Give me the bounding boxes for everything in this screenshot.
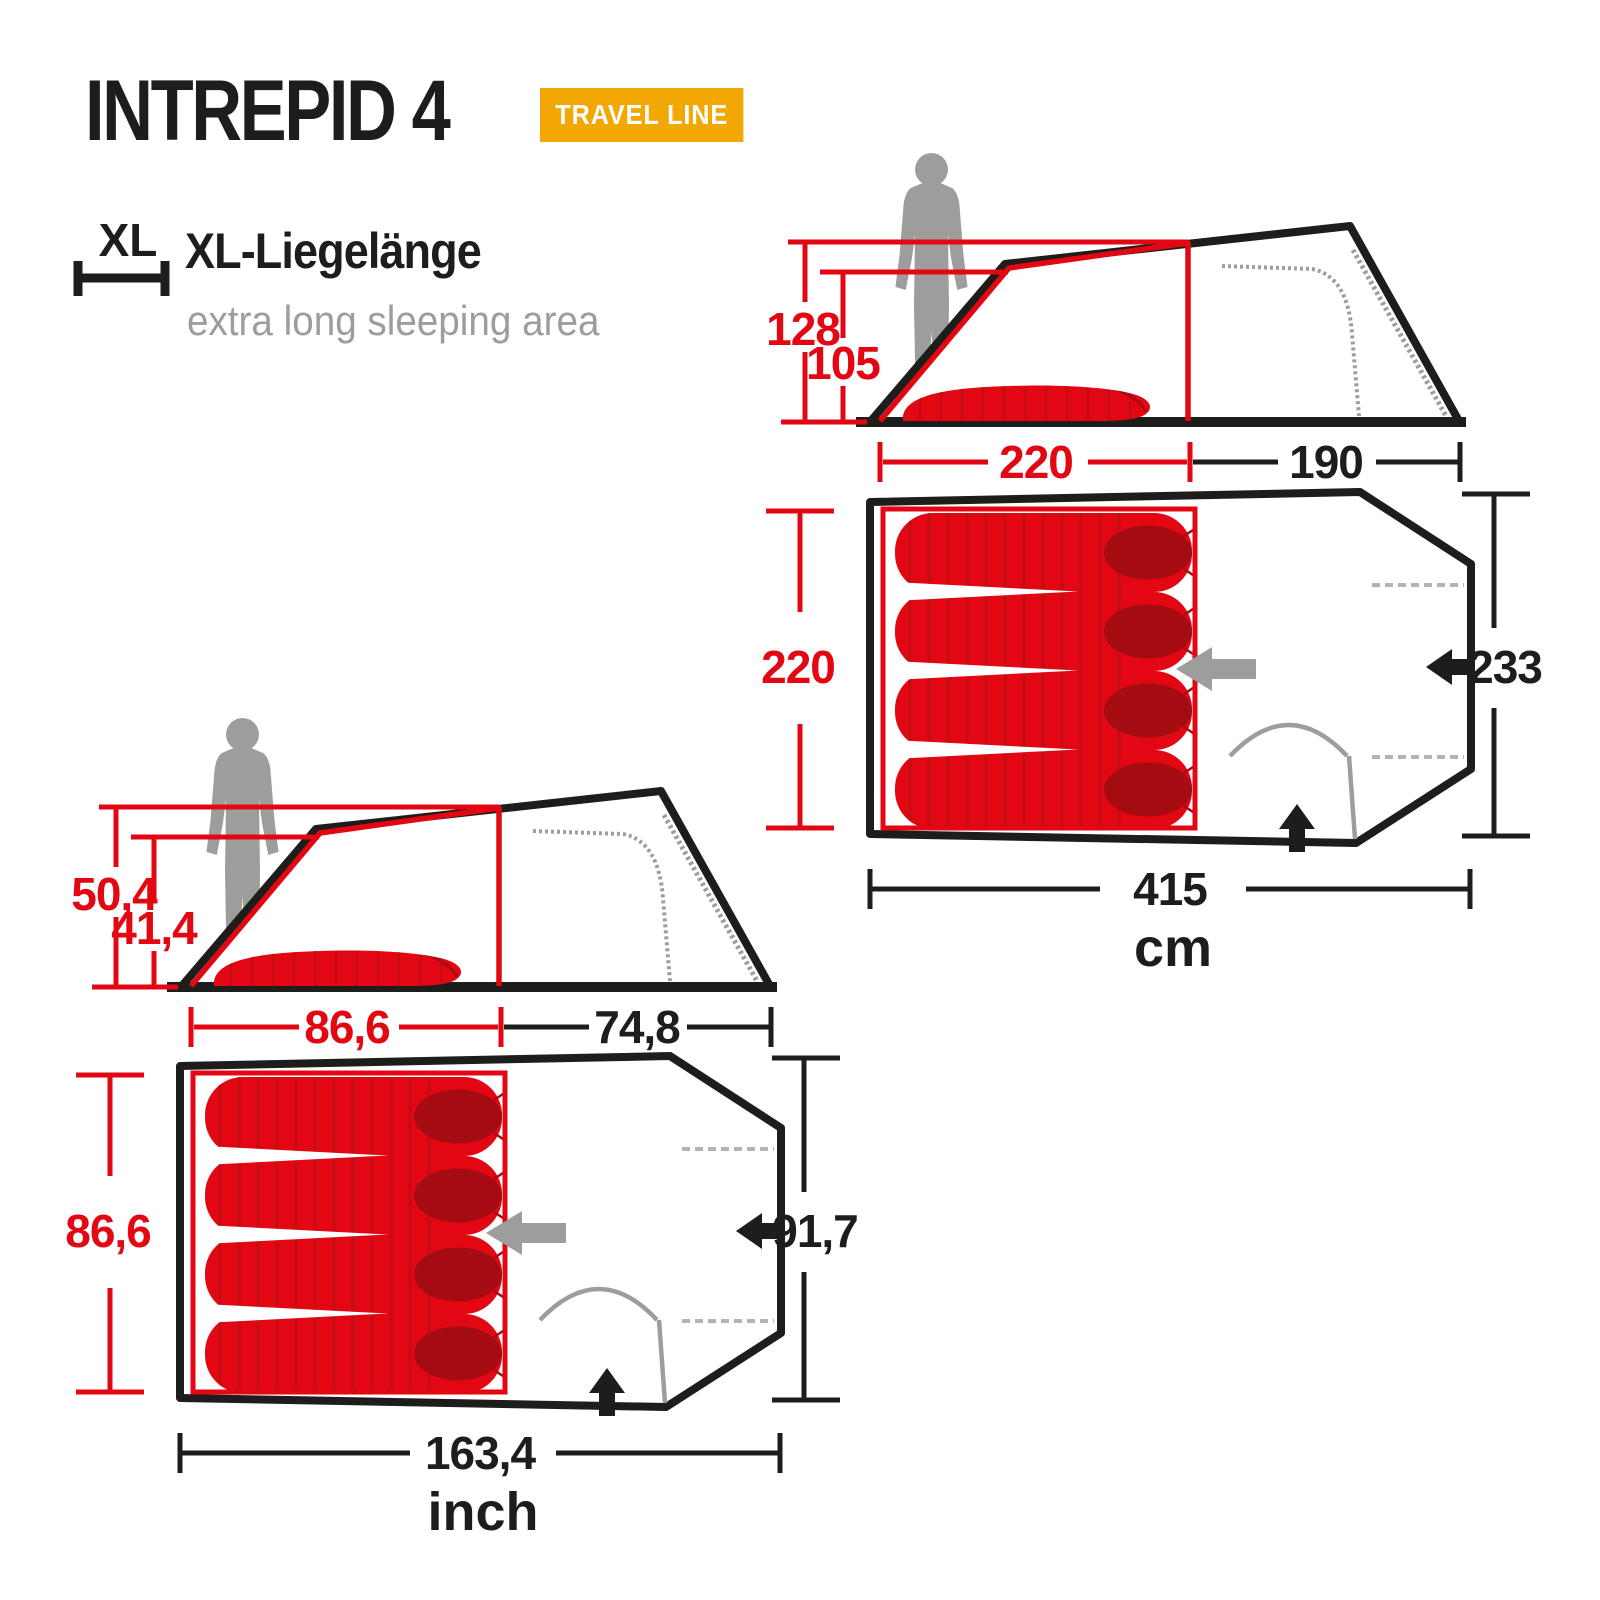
unit-label-cm: cm: [1134, 918, 1212, 978]
tent-floor-plan-cm: [766, 492, 1530, 909]
dim-cm-vestibule-length: 190: [1289, 436, 1363, 488]
dim-inch-entrance-height: 91,7: [772, 1205, 858, 1257]
feature-subtitle: extra long sleeping area: [187, 297, 600, 344]
feature-title: XL-Liegelänge: [185, 223, 482, 279]
tent-side-view-inch: [92, 718, 777, 1047]
dim-cm-inner-height: 105: [806, 337, 880, 389]
dim-cm-outer-height: 128: [766, 303, 840, 355]
dim-cm-sleep-length: 220: [999, 436, 1073, 488]
dim-inch-inner-height: 41,4: [111, 902, 198, 954]
page-title: INTREPID 4: [85, 63, 451, 159]
unit-label-inch: inch: [427, 1482, 538, 1542]
dim-inch-sleep-width: 86,6: [65, 1205, 151, 1257]
dim-inch-total-length: 163,4: [425, 1427, 537, 1479]
tent-side-view-cm: [781, 153, 1466, 482]
dim-inch-vestibule-length: 74,8: [594, 1001, 680, 1053]
dim-inch-outer-height: 50,4: [71, 868, 158, 920]
travel-line-badge: TRAVEL LINE: [540, 88, 744, 142]
dim-cm-sleep-width: 220: [761, 641, 835, 693]
dim-inch-sleep-length: 86,6: [304, 1001, 390, 1053]
xl-icon-label: XL: [99, 216, 158, 266]
dim-cm-total-length: 415: [1133, 863, 1207, 915]
dim-cm-entrance-height: 233: [1468, 641, 1542, 693]
xl-length-icon: XL: [73, 216, 170, 296]
tent-floor-plan-inch: [76, 1056, 840, 1473]
